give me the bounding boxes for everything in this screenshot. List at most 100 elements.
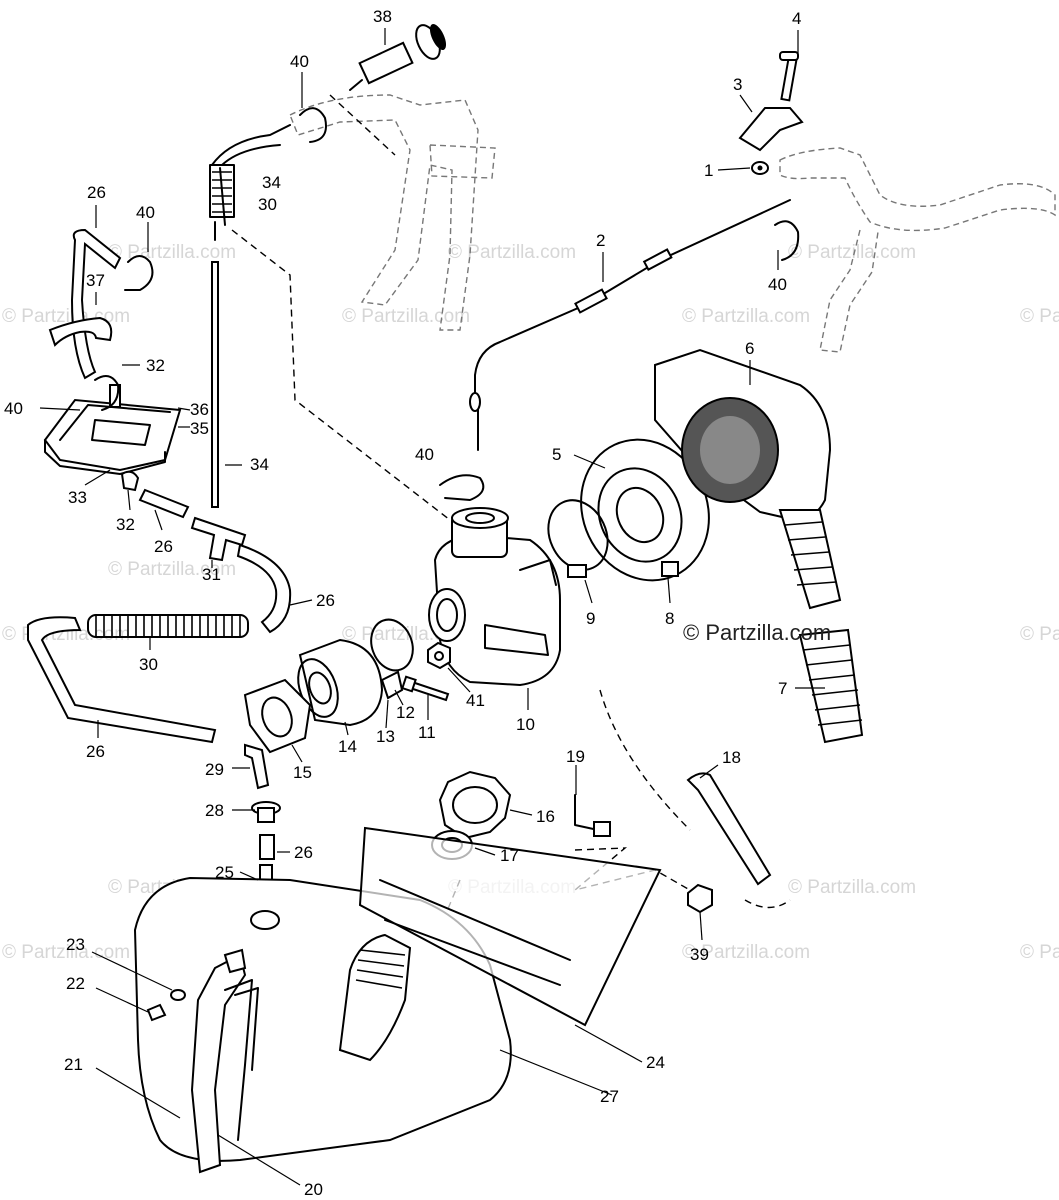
callout-10: 10 [516, 715, 535, 734]
handlebar-frame [779, 147, 1056, 353]
callout-19: 19 [566, 747, 585, 766]
callout-1: 1 [704, 161, 713, 180]
watermark: © Partzilla.com [108, 242, 236, 263]
coiled-spring-upper [209, 124, 291, 241]
fuel-hose-lower [27, 616, 217, 744]
callout-13: 13 [376, 727, 395, 746]
carburetor [428, 507, 561, 687]
vent-tube [211, 261, 219, 508]
fuel-cap [438, 770, 512, 840]
fuel-pump [43, 384, 182, 475]
callout-34: 34 [262, 173, 281, 192]
vent-fitting [574, 794, 611, 837]
band-clamp [547, 499, 679, 578]
short-hose [120, 470, 190, 519]
callout-25: 25 [215, 863, 234, 882]
callout-30: 30 [258, 195, 277, 214]
tank-strap [190, 948, 259, 1174]
bolt [401, 675, 450, 702]
callout-33: 33 [68, 488, 87, 507]
callout-35: 35 [190, 419, 209, 438]
callout-21: 21 [64, 1055, 83, 1074]
callout-15: 15 [293, 763, 312, 782]
fuel-hose-upper [48, 228, 122, 380]
vent-hose [686, 772, 772, 886]
callout-17: 17 [500, 846, 519, 865]
callout-7: 7 [778, 679, 787, 698]
intake-boot [297, 638, 384, 727]
callout-40: 40 [136, 203, 155, 222]
callout-30: 30 [139, 655, 158, 674]
callout-26: 26 [87, 183, 106, 202]
watermark: © Partzilla.com [788, 242, 916, 263]
callout-16: 16 [536, 807, 555, 826]
callout-32: 32 [146, 356, 165, 375]
callout-32: 32 [116, 515, 135, 534]
intake-clamp [370, 618, 414, 700]
nut [427, 641, 451, 670]
hose-clamp [94, 107, 800, 501]
gasket [243, 678, 312, 754]
callout-24: 24 [646, 1053, 665, 1072]
watermark: © Partzilla.com [448, 242, 576, 263]
callout-6: 6 [745, 339, 754, 358]
elbow-fitting [244, 743, 270, 790]
callout-14: 14 [338, 737, 357, 756]
callout-18: 18 [722, 748, 741, 767]
watermark: © Partzilla.com [1020, 306, 1059, 327]
callout-9: 9 [586, 609, 595, 628]
callout-31: 31 [202, 565, 221, 584]
callout-23: 23 [66, 935, 85, 954]
watermark: © Partzilla.com [788, 877, 916, 898]
watermark: © Partzilla.com [108, 559, 236, 580]
callout-36: 36 [190, 400, 209, 419]
callout-26: 26 [316, 591, 335, 610]
heat-shield [358, 826, 662, 1027]
watermark: © Partzilla.com [1020, 624, 1059, 645]
leader-lines [39, 28, 825, 1186]
watermark: © Partzilla.com [342, 306, 470, 327]
coiled-spring-lower [87, 614, 249, 638]
fuel-filter [251, 801, 281, 823]
choke-plunger [349, 24, 447, 91]
callout-8: 8 [665, 609, 674, 628]
watermark: © Partzilla.com [1020, 942, 1059, 963]
screw [146, 1003, 167, 1022]
callout-12: 12 [396, 703, 415, 722]
partzilla-watermark: © Partzilla.com [683, 620, 831, 645]
fuel-tank [133, 876, 512, 1162]
callout-11: 11 [418, 723, 436, 742]
callout-40: 40 [415, 445, 434, 464]
callout-labels: 38 4 3 1 2 40 40 40 40 40 34 30 26 37 32… [4, 7, 801, 1199]
callout-5: 5 [552, 445, 561, 464]
callout-37: 37 [86, 271, 105, 290]
callout-22: 22 [66, 974, 85, 993]
callout-26: 26 [86, 742, 105, 761]
callout-29: 29 [205, 760, 224, 779]
t-fitting [190, 516, 247, 562]
callout-34: 34 [250, 455, 269, 474]
watermark: © Partzilla.com [2, 942, 130, 963]
fuel-hose-short [259, 834, 275, 860]
callout-3: 3 [733, 75, 742, 94]
callout-40: 40 [290, 52, 309, 71]
callout-39: 39 [690, 945, 709, 964]
callout-40: 40 [768, 275, 787, 294]
callout-28: 28 [205, 801, 224, 820]
vent-nut [687, 883, 713, 914]
callout-41: 41 [466, 691, 485, 710]
callout-40: 40 [4, 399, 23, 418]
washer [170, 989, 186, 1001]
fuel-hose-loop [236, 543, 292, 634]
callout-27: 27 [600, 1087, 619, 1106]
callout-2: 2 [596, 231, 605, 250]
throttle-lever [738, 51, 804, 175]
callout-4: 4 [792, 9, 801, 28]
callout-26: 26 [294, 843, 313, 862]
watermark: © Partzilla.com [682, 942, 810, 963]
throttle-cable [469, 199, 791, 451]
watermark: © Partzilla.com [682, 306, 810, 327]
callout-26: 26 [154, 537, 173, 556]
air-silencer-housing [580, 438, 710, 582]
